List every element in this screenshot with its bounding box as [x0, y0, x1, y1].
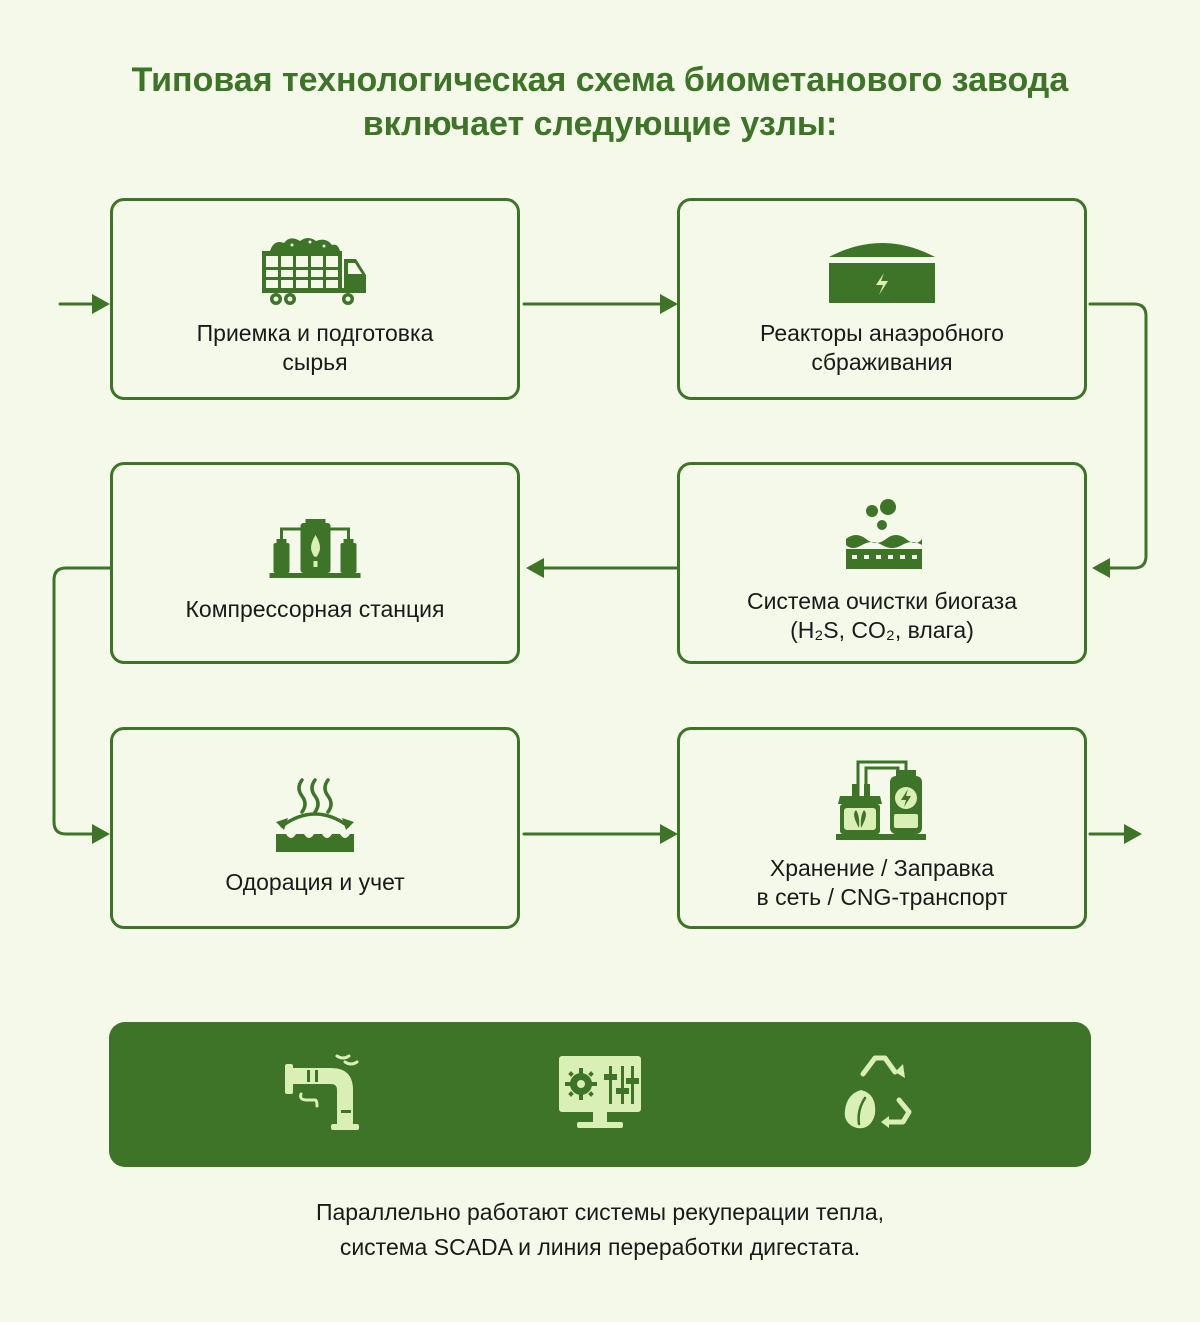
node-feedstock: Приемка и подготовка сырья [110, 198, 520, 400]
label-line: сырья [282, 349, 348, 375]
node-odorization: Одорация и учет [110, 727, 520, 929]
truck-icon [262, 238, 366, 305]
label-line: сбраживания [811, 349, 953, 375]
label-line: в сеть / CNG-транспорт [756, 884, 1008, 910]
arrowhead-reactors [660, 294, 678, 314]
digestate-recycle-icon [844, 1055, 912, 1129]
node-feedstock-label: Приемка и подготовка сырья [123, 319, 507, 377]
purification-icon [846, 499, 922, 569]
node-compressor: Компрессорная станция [110, 462, 520, 664]
arrowhead-odorization [92, 824, 110, 844]
label-line: Реакторы анаэробного [760, 320, 1004, 346]
node-compressor-label: Компрессорная станция [123, 595, 507, 624]
node-reactors: Реакторы анаэробного сбраживания [677, 198, 1087, 400]
diagram-title: Типовая технологическая схема биометанов… [0, 58, 1200, 146]
footnote: Параллельно работают системы рекуперации… [0, 1195, 1200, 1265]
label-line: Хранение / Заправка [769, 855, 995, 881]
label-line: Система очистки биогаза [746, 588, 1018, 614]
node-purification-label: Система очистки биогаза (H₂S, CO₂, влага… [690, 587, 1074, 645]
compressor-icon [269, 519, 361, 578]
footnote-line-2: система SCADA и линия переработки дигест… [339, 1234, 861, 1260]
arrowhead-storage [660, 824, 678, 844]
label-line: Приемка и подготовка [196, 320, 434, 346]
label-line: Одорация и учет [225, 869, 405, 895]
node-purification: Система очистки биогаза (H₂S, CO₂, влага… [677, 462, 1087, 664]
label-line: (H₂S, CO₂, влага) [790, 617, 974, 643]
arrowhead-output [1124, 824, 1142, 844]
title-line-2: включает следующие узлы: [362, 105, 838, 143]
arrowhead-compressor [526, 558, 544, 578]
title-line-1: Типовая технологическая схема биометанов… [131, 61, 1069, 99]
digester-icon [829, 243, 935, 303]
label-line: Компрессорная станция [185, 596, 445, 622]
odorization-icon [276, 778, 354, 852]
storage-icon [836, 760, 926, 840]
footnote-line-1: Параллельно работают системы рекуперации… [315, 1199, 885, 1225]
parallel-systems-bar [109, 1022, 1091, 1167]
heat-recovery-pipe-icon [285, 1054, 359, 1130]
node-storage: Хранение / Заправка в сеть / CNG-транспо… [677, 727, 1087, 929]
arrowhead-purification [1092, 558, 1110, 578]
arrowhead-input [92, 294, 110, 314]
connector-reactors-to-purification [1088, 302, 1148, 570]
node-odorization-label: Одорация и учет [123, 868, 507, 897]
scada-monitor-icon [559, 1056, 641, 1128]
node-reactors-label: Реакторы анаэробного сбраживания [690, 319, 1074, 377]
connector-compressor-to-odorization [52, 566, 112, 836]
node-storage-label: Хранение / Заправка в сеть / CNG-транспо… [690, 854, 1074, 912]
